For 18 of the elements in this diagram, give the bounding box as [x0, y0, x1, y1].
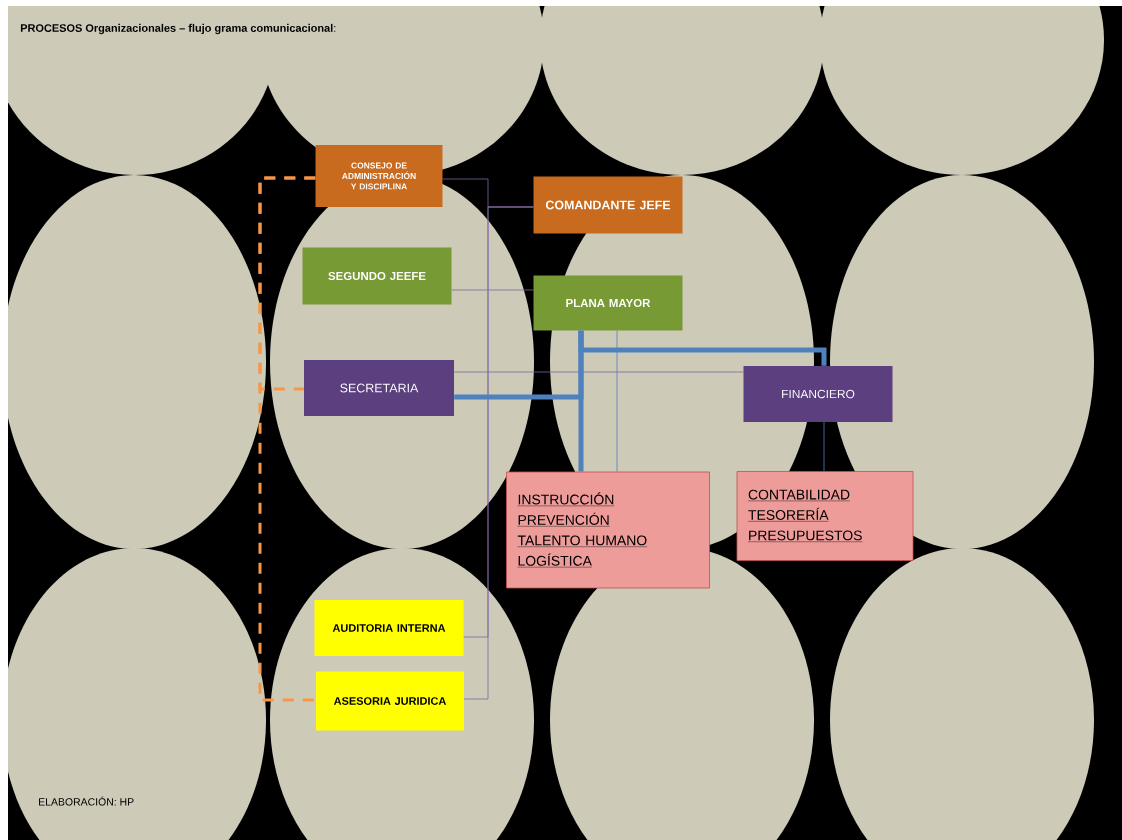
connector-line	[258, 176, 316, 702]
task-list-box: CONTABILIDAD TESORERÍA PRESUPUESTOS	[736, 471, 914, 561]
process-box: ASESORIA JURIDICA	[316, 671, 464, 731]
connector-line	[616, 330, 618, 472]
title: PROCESOS Organizacionales – flujo grama comunicacional:	[20, 23, 336, 35]
connector-line	[454, 330, 584, 400]
process-box: SEGUNDO JEEFE	[302, 247, 452, 305]
process-box: PLANA MAYOR	[533, 275, 683, 331]
process-box: FINANCIERO	[743, 366, 893, 422]
process-box: AUDITORIA INTERNA	[314, 600, 464, 656]
connector-line	[453, 371, 744, 373]
connector-line	[823, 421, 825, 472]
process-box: COMANDANTE JEFE	[533, 176, 683, 234]
process-box: SECRETARIA	[304, 360, 454, 416]
connector-line	[451, 289, 534, 291]
task-list-box: INSTRUCCIÓN PREVENCIÓN TALENTO HUMANO LOGÍSTICA	[506, 471, 710, 589]
process-box: CONSEJO DE ADMINISTRACIÓN Y DISCIPLINA	[315, 145, 443, 207]
credit-note: ELABORACIÓN: HP	[39, 796, 134, 806]
